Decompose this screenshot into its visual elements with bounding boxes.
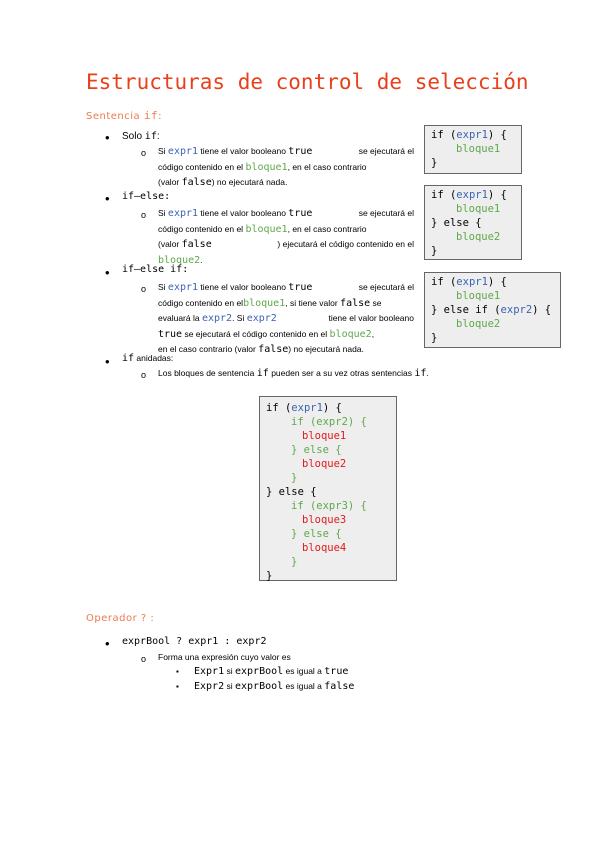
bullet-icon: •: [105, 354, 110, 369]
sub-bullet-icon: o: [141, 370, 147, 380]
sub-bullet-icon: o: [141, 654, 147, 664]
code-box-nested: if (expr1) { if (expr2) { bloque1 } else…: [259, 396, 397, 582]
ternary-case-true: Expr1 si exprBool es igual a true: [194, 666, 349, 677]
item-label-nested: if anidadas:: [122, 353, 174, 364]
ternary-expression: exprBool ? expr1 : expr2: [122, 636, 267, 647]
section-heading-ternary: Operador ? :: [86, 613, 155, 624]
bullet-icon: •: [105, 191, 110, 206]
bullet-icon: •: [105, 636, 110, 651]
item-label-if-else-if: if–else if:: [122, 264, 189, 275]
square-bullet-icon: ▪: [176, 667, 179, 676]
paragraph-if-else: Si expr1 tiene el valor booleano true se…: [158, 208, 414, 266]
code-box-if: if (expr1) { bloque1 }: [424, 125, 522, 174]
ternary-case-false: Expr2 si exprBool es igual a false: [194, 681, 355, 692]
item-label-if: Solo if:: [122, 131, 160, 142]
square-bullet-icon: ▪: [176, 682, 179, 691]
section-heading-if: Sentencia if:: [86, 109, 162, 122]
paragraph-nested: Los bloques de sentencia if pueden ser a…: [158, 368, 429, 379]
paragraph-if-else-if: Si expr1 tiene el valor booleano true se…: [158, 282, 414, 355]
bullet-icon: •: [105, 265, 110, 280]
sub-bullet-icon: o: [141, 284, 147, 294]
sub-bullet-icon: o: [141, 148, 147, 158]
bullet-icon: •: [105, 130, 110, 145]
ternary-description: Forma una expresión cuyo valor es: [158, 652, 291, 662]
sub-bullet-icon: o: [141, 210, 147, 220]
code-box-if-else: if (expr1) { bloque1 } else { bloque2 }: [424, 185, 522, 260]
paragraph-if: Si expr1 tiene el valor booleano true se…: [158, 146, 414, 188]
item-label-if-else: if–else:: [122, 191, 171, 202]
page-title: Estructuras de control de selección: [86, 70, 529, 94]
code-box-if-else-if: if (expr1) { bloque1 } else if (expr2) {…: [424, 272, 561, 348]
